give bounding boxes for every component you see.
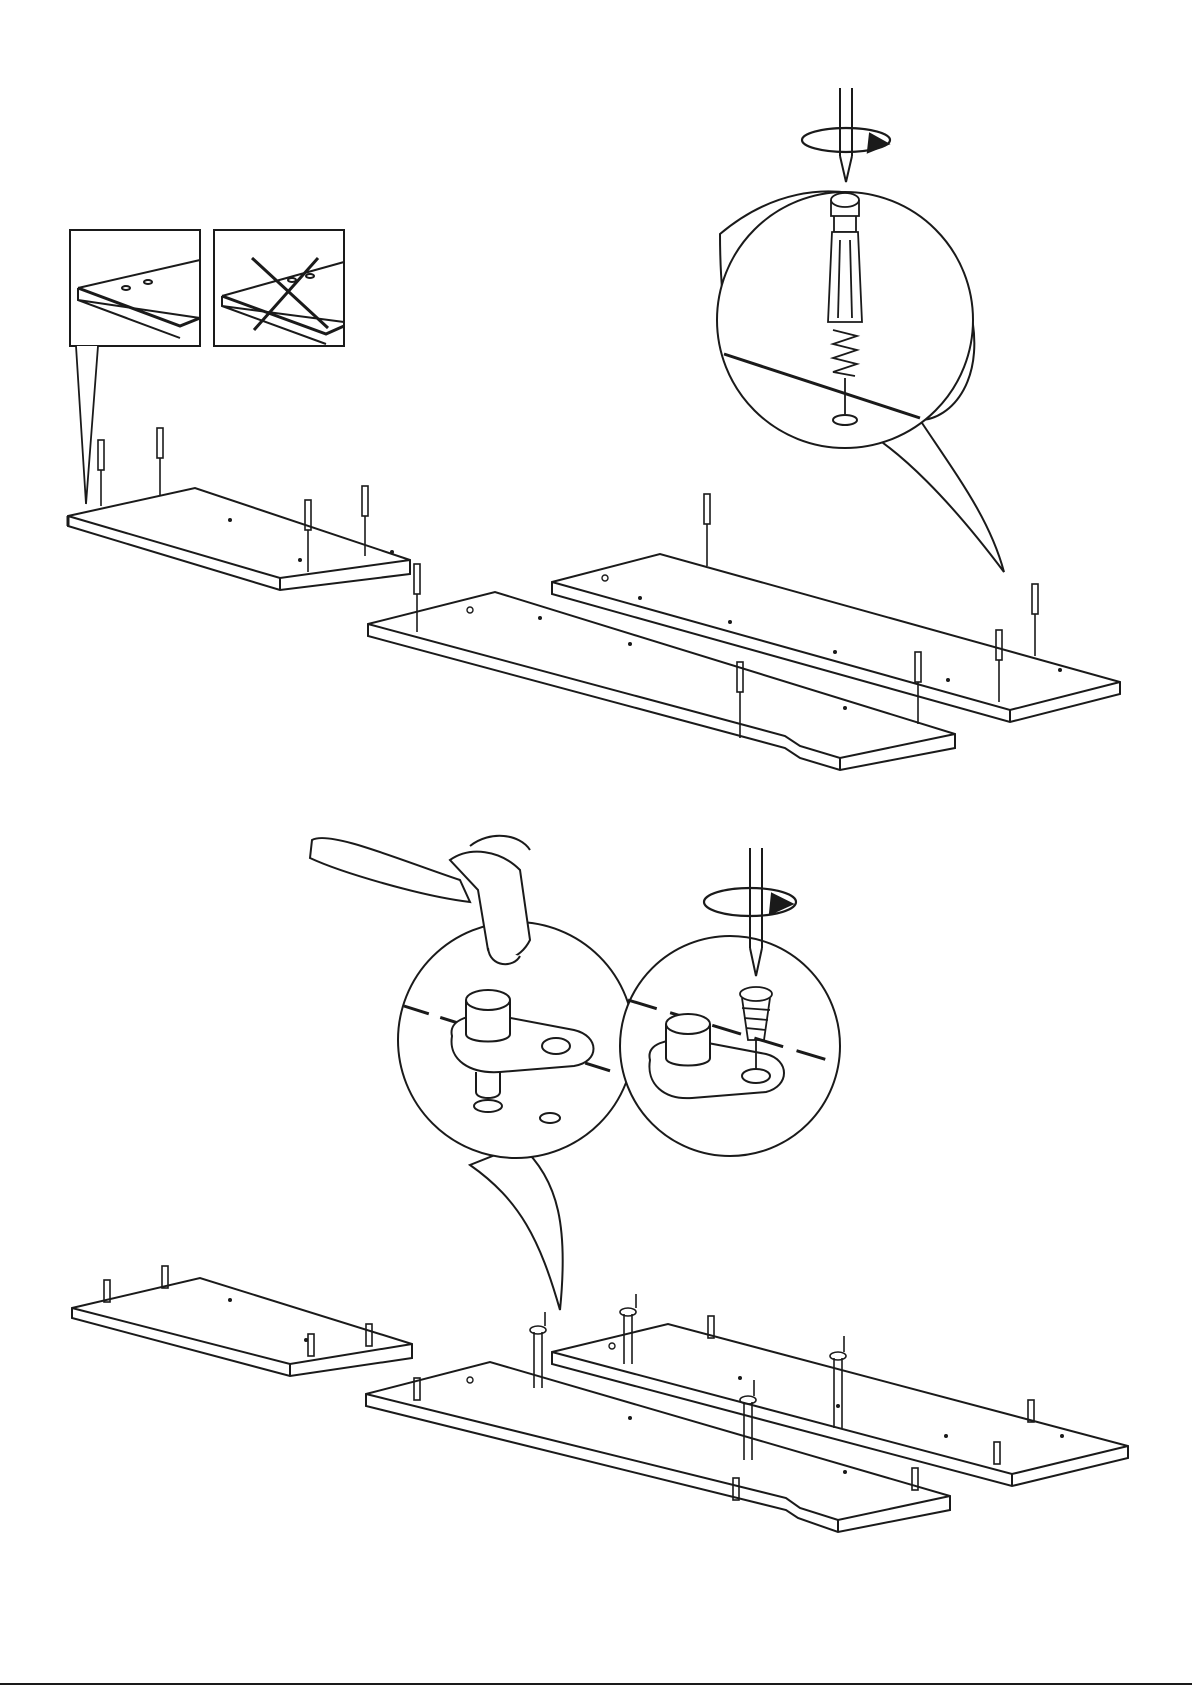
step-bottom [72,836,1128,1532]
correct-orientation-detail [70,230,200,504]
dowel [1032,584,1038,656]
hammer-insert-zoom [310,836,634,1158]
panel-top-left [68,488,410,590]
dowel [704,494,710,566]
hammer-icon [310,836,530,964]
dowel [157,428,163,496]
wrong-orientation-detail [214,230,344,346]
panel-bottom-left [72,1278,412,1376]
step-top [68,88,1120,770]
screwdriver-icon [840,88,852,182]
rotation-arrow-icon [802,128,890,152]
cam-lock-screw-zoom [717,88,1004,572]
dowel [98,440,104,506]
screw-fix-zoom [620,848,840,1156]
